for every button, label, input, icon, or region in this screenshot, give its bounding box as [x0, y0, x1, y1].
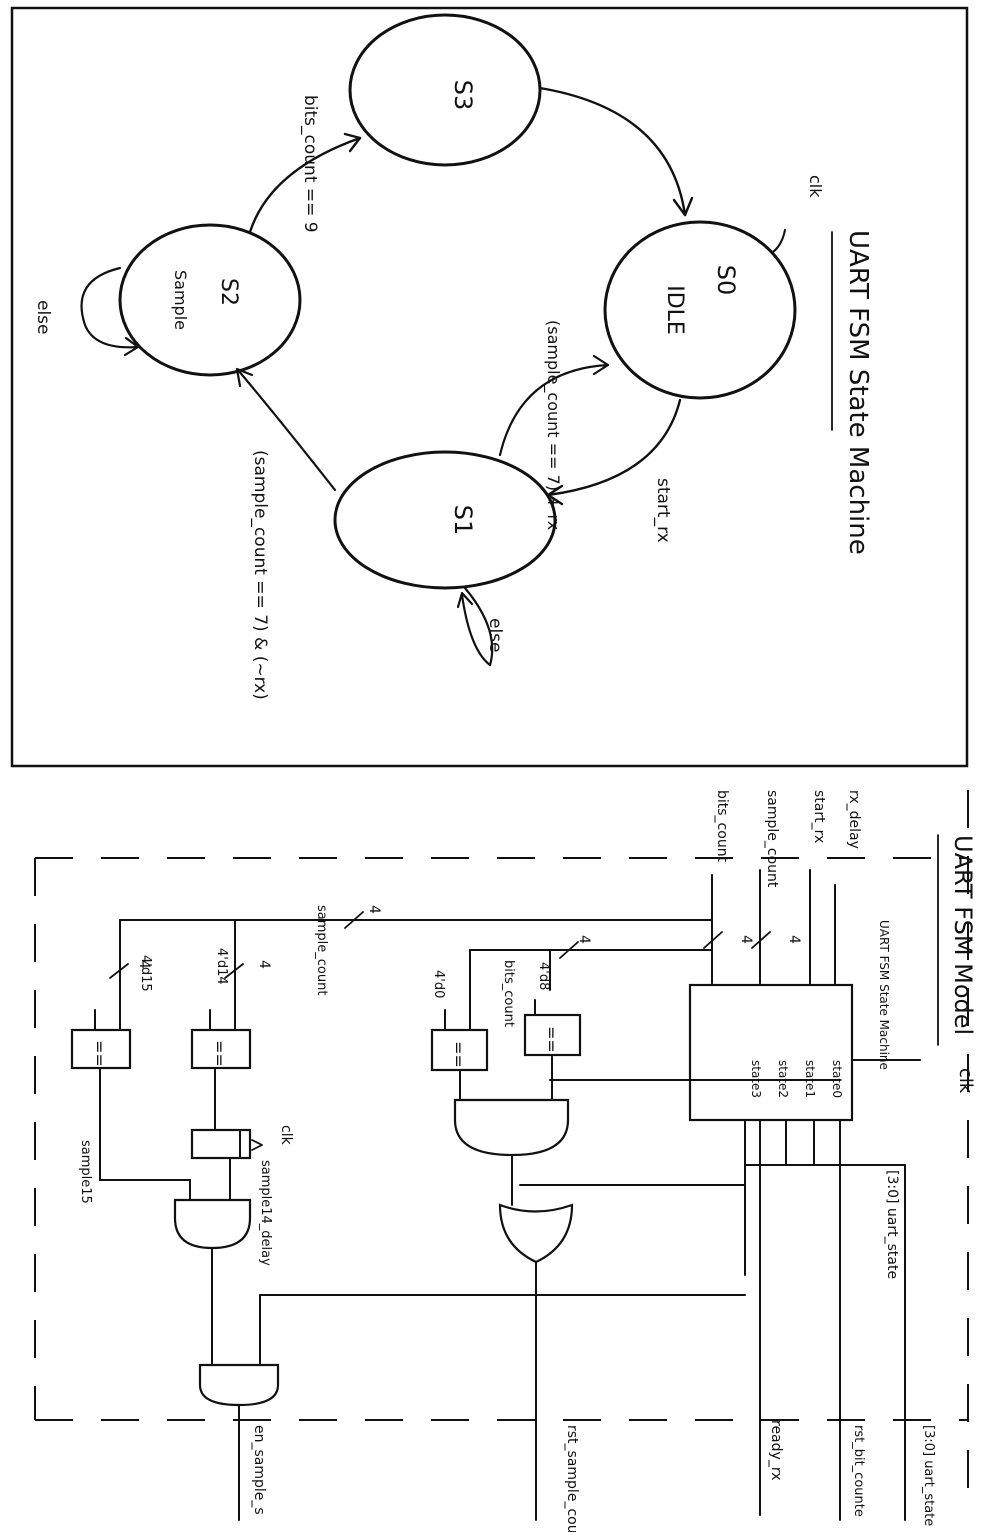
- svg-text:==: ==: [210, 1040, 229, 1067]
- svg-text:==: ==: [449, 1041, 468, 1068]
- output-en-sample: en_sample_s: [251, 1425, 267, 1515]
- label-s1-else: else: [485, 618, 505, 653]
- label-start-rx: start_rx: [653, 478, 673, 543]
- state-s0: S0 IDLE: [605, 222, 795, 398]
- model-clock-label: clk: [955, 1068, 976, 1094]
- svg-text:==: ==: [542, 1026, 561, 1053]
- const-4d15: 4'd15: [138, 955, 153, 992]
- model-title: UART FSM Model: [949, 835, 977, 1035]
- logic-model: UART FSM Model rx_delay start_rx sample_…: [35, 790, 977, 1532]
- svg-text:4: 4: [738, 935, 754, 944]
- output-rst-sample-count: rst_sample_cou: [564, 1425, 580, 1532]
- delay-register: clk: [192, 1125, 294, 1158]
- fsm-block-title: UART FSM State Machine: [877, 920, 891, 1070]
- const-4d14: 4'd14: [214, 948, 229, 985]
- output-rst-bit-counter: rst_bit_counte: [851, 1425, 866, 1517]
- comparator-0: ==: [432, 1030, 487, 1070]
- bus-label-bits-count: bits_count: [501, 960, 516, 1027]
- state-diagram: UART FSM State Machine clk S0 IDLE S1: [12, 8, 967, 766]
- fsm-title: UART FSM State Machine: [843, 230, 873, 555]
- wire-label-sample14-delay: sample14_delay: [258, 1160, 273, 1266]
- svg-text:S2: S2: [216, 278, 241, 306]
- output-uart-state: [3:0] uart_state: [884, 1170, 900, 1279]
- input-sample-count: sample_count: [764, 790, 780, 888]
- comparator-14: ==: [192, 1030, 250, 1068]
- state-s1: S1: [335, 452, 555, 588]
- svg-text:Sample: Sample: [171, 270, 190, 330]
- svg-text:4: 4: [786, 935, 802, 944]
- svg-text:S0: S0: [712, 265, 740, 296]
- label-s1-to-s2: (sample_count == 7) & (~rx): [250, 450, 270, 700]
- svg-text:IDLE: IDLE: [662, 285, 687, 335]
- svg-text:==: ==: [90, 1040, 109, 1067]
- const-4d8: 4'd8: [536, 962, 551, 990]
- const-4d0: 4'd0: [431, 970, 446, 998]
- output-uart-state-port: [3:0] uart_state: [921, 1425, 936, 1526]
- label-s2-to-s3: bits_count == 9: [300, 95, 320, 233]
- fsm-clock-label: clk: [806, 175, 825, 198]
- label-s2-else: else: [33, 300, 53, 335]
- state-s2: S2 Sample: [120, 225, 300, 375]
- and-gate-sample: [175, 1200, 250, 1248]
- input-bits-count: bits_count: [714, 790, 730, 863]
- wire-label-sample15: sample15: [78, 1140, 93, 1204]
- bus-label-sample-count: sample_count: [314, 905, 329, 995]
- comparator-15: ==: [72, 1030, 130, 1068]
- input-rx-delay: rx_delay: [846, 790, 862, 849]
- label-s1-to-s0: (sample_count == 7) + rx: [543, 320, 563, 530]
- svg-text:S1: S1: [449, 505, 477, 536]
- comparator-8: ==: [525, 1015, 580, 1055]
- and-gate-en-sample: [200, 1365, 278, 1405]
- and-gate-bits: [455, 1100, 568, 1155]
- svg-text:4: 4: [576, 935, 592, 944]
- svg-text:4: 4: [366, 905, 382, 914]
- output-ready-rx: ready_rx: [768, 1420, 784, 1480]
- register-clock-label: clk: [278, 1125, 294, 1146]
- fsm-block: UART FSM State Machine state0 state1 sta…: [690, 920, 891, 1120]
- svg-text:S3: S3: [449, 80, 477, 111]
- input-start-rx: start_rx: [811, 790, 827, 843]
- svg-text:4: 4: [256, 960, 272, 969]
- state-s3: S3: [350, 15, 540, 165]
- or-gate-rst: [500, 1205, 572, 1262]
